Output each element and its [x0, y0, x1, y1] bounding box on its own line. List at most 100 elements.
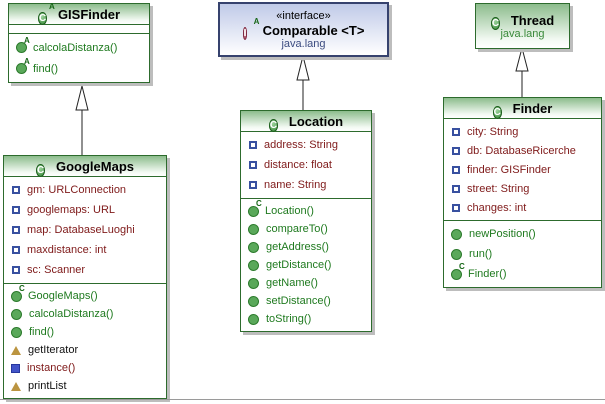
field-icon — [249, 141, 257, 149]
constructor-icon: C — [11, 285, 25, 302]
field-label: googlemaps: URL — [27, 204, 116, 216]
field-row[interactable]: changes: int — [444, 198, 601, 217]
class-box-location[interactable]: C Location address: String distance: flo… — [240, 110, 372, 332]
methods-compartment: newPosition() run() C Finder() — [444, 220, 601, 287]
constructor-icon: C — [451, 263, 465, 280]
class-icon: C — [268, 118, 279, 132]
class-icon: C — [35, 163, 46, 177]
field-label: name: String — [264, 179, 327, 191]
class-icon: C — [492, 105, 502, 119]
method-row[interactable]: toString() — [241, 310, 371, 328]
field-row[interactable]: db: DatabaseRicerche — [444, 141, 601, 160]
field-row[interactable]: sc: Scanner — [4, 260, 166, 280]
method-row[interactable]: printList — [4, 377, 166, 395]
field-icon — [452, 146, 460, 155]
method-row[interactable]: getDistance() — [241, 256, 371, 274]
field-icon — [249, 181, 257, 189]
method-label: Finder() — [468, 268, 507, 280]
method-row[interactable]: A calcolaDistanza() — [9, 36, 149, 58]
method-row[interactable]: C Location() — [241, 200, 371, 220]
interface-name: Comparable <T> — [262, 22, 365, 38]
method-label: getAddress() — [266, 241, 329, 253]
field-icon — [249, 161, 257, 169]
method-label: setDistance() — [266, 295, 331, 307]
field-icon — [12, 186, 20, 194]
class-box-finder[interactable]: C Finder city: String db: DatabaseRicerc… — [443, 97, 602, 288]
triangle-member-icon — [11, 381, 21, 391]
method-row[interactable]: calcolaDistanza() — [4, 305, 166, 323]
field-icon — [12, 226, 20, 234]
method-label: find() — [29, 326, 55, 338]
field-row[interactable]: map: DatabaseLuoghi — [4, 220, 166, 240]
inheritance-arrow-location-to-comparable[interactable] — [296, 55, 310, 110]
methods-compartment: C GoogleMaps() calcolaDistanza() find() … — [4, 283, 166, 398]
interface-box-comparable[interactable]: «interface» I A Comparable <T> java.lang — [218, 2, 389, 57]
method-row[interactable]: getName() — [241, 274, 371, 292]
inheritance-arrow-googlemaps-to-gisfinder[interactable] — [75, 85, 89, 155]
field-icon — [12, 206, 20, 214]
method-row[interactable]: compareTo() — [241, 220, 371, 238]
constructor-icon: C — [248, 200, 262, 217]
field-row[interactable]: address: String — [241, 135, 371, 155]
method-label: run() — [469, 248, 493, 260]
field-row[interactable]: maxdistance: int — [4, 240, 166, 260]
method-label: calcolaDistanza() — [29, 308, 114, 320]
class-header-thread: C Thread java.lang — [476, 4, 569, 48]
method-row[interactable]: setDistance() — [241, 292, 371, 310]
package-label: java.lang — [500, 27, 545, 40]
method-row[interactable]: find() — [4, 323, 166, 341]
field-label: city: String — [467, 125, 519, 138]
fields-compartment: gm: URLConnection googlemaps: URL map: D… — [4, 176, 166, 283]
field-row[interactable]: name: String — [241, 175, 371, 195]
inheritance-arrow-finder-to-thread[interactable] — [515, 46, 529, 97]
public-method-icon — [451, 248, 462, 260]
public-method-icon — [248, 277, 259, 289]
method-label: find() — [33, 62, 59, 75]
method-row[interactable]: C GoogleMaps() — [4, 285, 166, 305]
class-header-finder: C Finder — [444, 98, 601, 119]
class-box-googlemaps[interactable]: C GoogleMaps gm: URLConnection googlemap… — [3, 155, 167, 399]
class-header-googlemaps: C GoogleMaps — [4, 156, 166, 177]
method-row[interactable]: A find() — [9, 57, 149, 79]
method-label: Location() — [265, 205, 314, 217]
method-label: compareTo() — [266, 223, 328, 235]
fields-compartment-empty — [9, 24, 149, 33]
method-label: getName() — [266, 277, 318, 289]
field-icon — [12, 266, 20, 274]
method-row[interactable]: newPosition() — [444, 224, 601, 244]
method-row[interactable]: C Finder() — [444, 263, 601, 284]
field-row[interactable]: finder: GISFinder — [444, 160, 601, 179]
abstract-method-icon: A — [16, 36, 30, 53]
fields-compartment: city: String db: DatabaseRicerche finder… — [444, 118, 601, 220]
field-icon — [452, 127, 460, 136]
field-row[interactable]: distance: float — [241, 155, 371, 175]
method-row[interactable]: instance() — [4, 359, 166, 377]
field-icon — [452, 165, 460, 174]
field-label: street: String — [467, 182, 530, 195]
public-method-icon — [11, 326, 22, 338]
method-label: instance() — [27, 362, 76, 374]
class-name: GISFinder — [57, 7, 121, 22]
method-label: GoogleMaps() — [28, 290, 98, 302]
field-label: sc: Scanner — [27, 264, 86, 276]
package-label: java.lang — [281, 37, 326, 50]
abstract-interface-icon: I A — [242, 17, 260, 40]
field-row[interactable]: city: String — [444, 122, 601, 141]
public-method-icon — [248, 295, 259, 307]
method-row[interactable]: getIterator — [4, 341, 166, 359]
class-box-thread[interactable]: C Thread java.lang — [475, 3, 570, 49]
public-method-icon — [248, 241, 259, 253]
field-row[interactable]: googlemaps: URL — [4, 200, 166, 220]
field-label: db: DatabaseRicerche — [467, 144, 576, 157]
field-row[interactable]: gm: URLConnection — [4, 180, 166, 200]
public-method-icon — [248, 223, 259, 235]
class-box-gisfinder[interactable]: C A GISFinder A calcolaDistanza() A find… — [8, 2, 150, 83]
field-label: map: DatabaseLuoghi — [27, 224, 135, 236]
method-row[interactable]: run() — [444, 244, 601, 264]
method-label: toString() — [266, 313, 312, 325]
method-row[interactable]: getAddress() — [241, 238, 371, 256]
public-method-icon — [11, 308, 22, 320]
canvas-bottom-edge — [0, 399, 605, 400]
class-name: GoogleMaps — [55, 159, 134, 174]
field-row[interactable]: street: String — [444, 179, 601, 198]
